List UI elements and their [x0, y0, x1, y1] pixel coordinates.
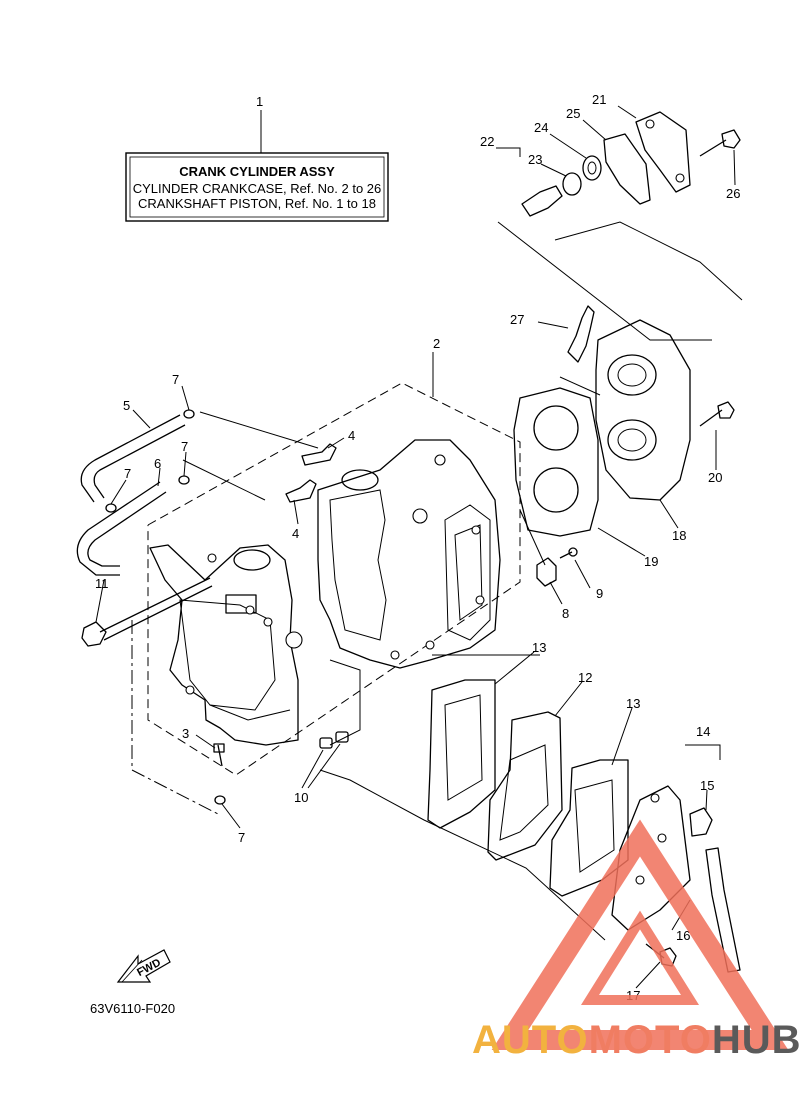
callout-11: 11 — [95, 576, 109, 591]
hose-6 — [76, 481, 167, 576]
exhaust-cover-12 — [487, 711, 563, 861]
hose-16 — [705, 847, 741, 973]
callout-26: 26 — [726, 186, 740, 201]
callout-5: 5 — [123, 398, 130, 413]
callout-25: 25 — [566, 106, 580, 121]
callout-4b: 4 — [292, 526, 299, 541]
callout-21: 21 — [592, 92, 606, 107]
assembly-title: CRANK CYLINDER ASSY — [179, 164, 335, 179]
watermark-text: AUTOMOTOHUB — [472, 1018, 800, 1063]
screw-9 — [559, 547, 578, 559]
callout-24: 24 — [534, 120, 548, 135]
callout-22: 22 — [480, 134, 494, 149]
callout-13b: 13 — [626, 696, 640, 711]
callout-numbers: 1 2 3 4 4 5 6 7 7 7 7 8 9 10 11 12 13 13… — [95, 92, 740, 1003]
callout-20: 20 — [708, 470, 722, 485]
callout-9: 9 — [596, 586, 603, 601]
callout-3: 3 — [182, 726, 189, 741]
crankcase-boundary — [147, 352, 521, 776]
bolt-20 — [699, 401, 735, 427]
dowels-10 — [319, 731, 349, 749]
assembly-title-box: CRANK CYLINDER ASSY CYLINDER CRANKCASE, … — [125, 110, 389, 222]
block-8 — [536, 557, 557, 587]
callout-10: 10 — [294, 790, 308, 805]
spark-plug-27 — [567, 305, 595, 363]
watermark-hub: HUB — [711, 1018, 800, 1062]
cylinder-head-18 — [595, 319, 691, 501]
callout-15: 15 — [700, 778, 714, 793]
fwd-arrow-icon: FWD — [116, 949, 171, 983]
callout-8: 8 — [562, 606, 569, 621]
valve-22 — [521, 185, 563, 217]
head-gasket-19 — [513, 387, 599, 537]
callout-4a: 4 — [348, 428, 355, 443]
cover-21 — [635, 111, 691, 193]
callout-27: 27 — [510, 312, 524, 327]
gasket-13-left — [427, 679, 496, 829]
fittings-4 — [285, 443, 337, 503]
callout-7c: 7 — [124, 466, 131, 481]
callout-14: 14 — [696, 724, 710, 739]
assembly-line-1: CYLINDER CRANKCASE, Ref. No. 2 to 26 — [133, 181, 382, 196]
assembly-line-2: CRANKSHAFT PISTON, Ref. No. 1 to 18 — [138, 196, 376, 211]
gasket-25 — [603, 133, 651, 205]
callout-2: 2 — [433, 336, 440, 351]
callout-13a: 13 — [532, 640, 546, 655]
cylinder-block — [317, 439, 501, 669]
thermostat-24 — [582, 155, 602, 181]
drawing-code: 63V6110-F020 — [90, 1001, 175, 1016]
callout-7d: 7 — [238, 830, 245, 845]
leader-lines — [131, 147, 743, 941]
callout-1: 1 — [256, 94, 263, 109]
watermark-auto: AUTO — [472, 1018, 589, 1062]
bolt-26 — [699, 129, 741, 157]
callout-23: 23 — [528, 152, 542, 167]
watermark-moto: MOTO — [588, 1018, 712, 1062]
callout-18: 18 — [672, 528, 686, 543]
fwd-label: FWD — [135, 957, 163, 979]
bolt-3 — [213, 743, 225, 767]
callout-6: 6 — [154, 456, 161, 471]
hose-5 — [80, 414, 186, 503]
callout-7b: 7 — [181, 439, 188, 454]
fitting-15 — [689, 807, 713, 837]
callout-leaders — [95, 105, 736, 989]
callout-19: 19 — [644, 554, 658, 569]
watermark-triangle — [491, 819, 789, 1050]
crankcase-left — [149, 544, 303, 746]
callout-12: 12 — [578, 670, 592, 685]
callout-7a: 7 — [172, 372, 179, 387]
seal-23 — [562, 172, 582, 196]
callout-16: 16 — [676, 928, 690, 943]
